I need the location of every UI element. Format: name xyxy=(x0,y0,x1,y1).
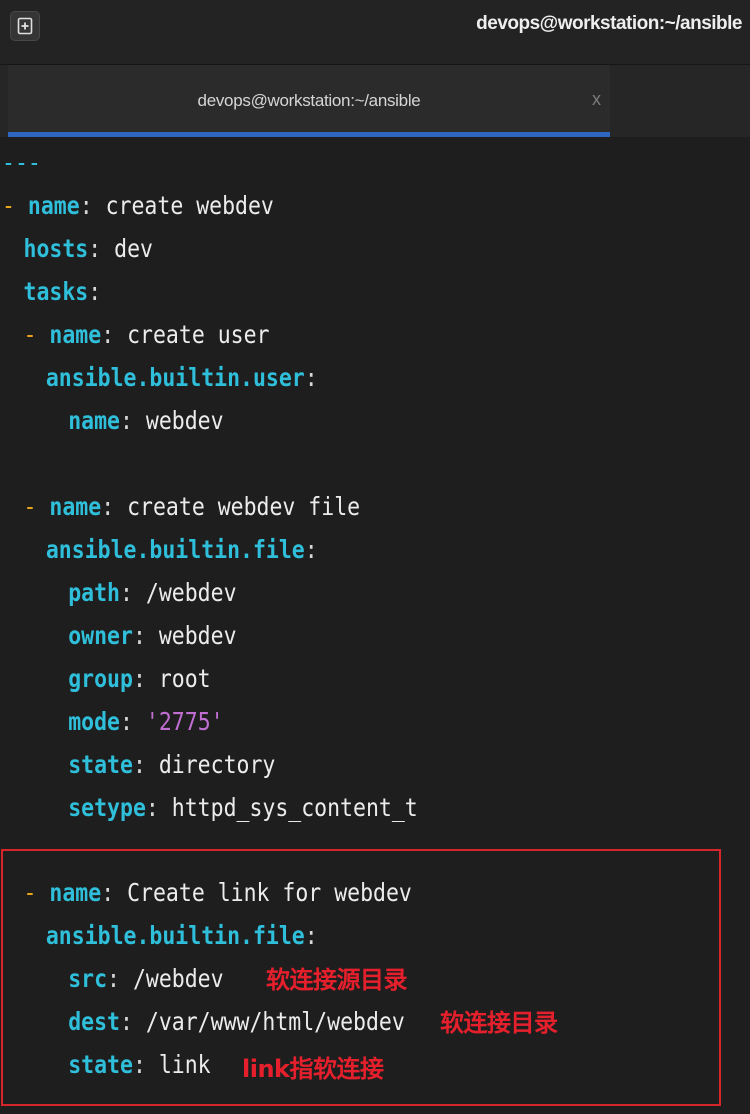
yaml-key: tasks xyxy=(23,277,89,306)
yaml-key: dest xyxy=(68,1007,121,1036)
code-line-task3-name: - name: Create link for webdev xyxy=(2,871,412,914)
yaml-value: webdev xyxy=(145,621,237,650)
code-line-task2-name: - name: create webdev file xyxy=(2,485,361,528)
colon: : xyxy=(120,578,133,607)
colon: : xyxy=(120,707,133,736)
yaml-key: path xyxy=(68,578,121,607)
window-title: devops@workstation:~/ansible xyxy=(476,13,742,34)
yaml-value: create webdev xyxy=(92,191,274,220)
dest-annotation: 软连接目录 xyxy=(440,1009,558,1037)
new-tab-button[interactable] xyxy=(10,11,40,41)
yaml-key: hosts xyxy=(23,234,89,263)
tab-close-button[interactable]: x xyxy=(592,89,601,109)
colon: : xyxy=(304,921,318,950)
code-line-mode: mode: '2775' xyxy=(2,700,224,743)
code-line-group: group: root xyxy=(2,657,211,700)
yaml-key: mode xyxy=(68,707,121,736)
yaml-key: state xyxy=(68,750,133,779)
colon: : xyxy=(88,234,102,263)
code-line-tasks: tasks: xyxy=(2,270,102,313)
colon: : xyxy=(120,406,133,435)
title-bar: devops@workstation:~/ansible xyxy=(0,0,750,65)
yaml-key: name xyxy=(68,406,121,435)
colon: : xyxy=(304,535,318,564)
colon: : xyxy=(304,363,318,392)
colon: : xyxy=(132,1050,146,1079)
tab-bar: devops@workstation:~/ansible x xyxy=(0,65,750,137)
new-tab-icon xyxy=(17,17,33,35)
yaml-key: setype xyxy=(68,793,146,822)
yaml-value: dev xyxy=(101,234,153,263)
list-dash: - xyxy=(23,492,37,521)
list-dash: - xyxy=(23,320,37,349)
colon: : xyxy=(107,964,121,993)
code-line-task3-module: ansible.builtin.file: xyxy=(2,914,318,957)
module-key: ansible.builtin.file xyxy=(45,921,305,950)
colon: : xyxy=(132,750,146,779)
module-key: ansible.builtin.user xyxy=(45,363,305,392)
string-value: '2775' xyxy=(145,707,224,736)
code-line-hosts: hosts: dev xyxy=(2,227,153,270)
colon: : xyxy=(101,320,115,349)
yaml-value: root xyxy=(145,664,211,693)
active-tab-indicator xyxy=(8,132,610,137)
colon: : xyxy=(132,664,146,693)
yaml-value: /webdev xyxy=(120,964,224,993)
yaml-value: Create link for webdev xyxy=(114,878,412,907)
colon: : xyxy=(132,621,146,650)
colon: : xyxy=(120,1007,133,1036)
yaml-value: httpd_sys_content_t xyxy=(158,793,418,822)
code-line-dest: dest: /var/www/html/webdev xyxy=(2,1000,405,1043)
yaml-value: create webdev file xyxy=(114,492,361,521)
yaml-value: link xyxy=(145,1050,211,1079)
code-line-task1-module: ansible.builtin.user: xyxy=(2,356,318,399)
code-line-setype: setype: httpd_sys_content_t xyxy=(2,786,418,829)
yaml-key: group xyxy=(68,664,133,693)
yaml-key: state xyxy=(68,1050,133,1079)
yaml-value: directory xyxy=(145,750,276,779)
code-line-play-name: - name: create webdev xyxy=(2,184,274,227)
annotation-highlight-box xyxy=(1,849,721,1106)
src-annotation: 软连接源目录 xyxy=(266,966,408,994)
module-key: ansible.builtin.file xyxy=(45,535,305,564)
doc-start-marker: --- xyxy=(2,148,41,177)
yaml-value: webdev xyxy=(132,406,224,435)
code-line-owner: owner: webdev xyxy=(2,614,237,657)
colon: : xyxy=(145,793,159,822)
code-line-state-link: state: link xyxy=(2,1043,211,1086)
tab-label: devops@workstation:~/ansible xyxy=(197,91,421,110)
code-line-doc-start: --- xyxy=(2,141,41,184)
list-dash: - xyxy=(2,191,15,220)
list-dash: - xyxy=(23,878,37,907)
code-line-src: src: /webdev xyxy=(2,957,224,1000)
code-line-state-directory: state: directory xyxy=(2,743,275,786)
yaml-value: /webdev xyxy=(132,578,237,607)
yaml-value: create user xyxy=(114,320,270,349)
yaml-key: name xyxy=(49,878,102,907)
terminal-tab[interactable]: devops@workstation:~/ansible x xyxy=(8,65,610,137)
code-line-task2-module: ansible.builtin.file: xyxy=(2,528,318,571)
yaml-value: /var/www/html/webdev xyxy=(132,1007,405,1036)
code-line-task1-param: name: webdev xyxy=(2,399,224,442)
yaml-key: name xyxy=(49,492,102,521)
yaml-key: name xyxy=(49,320,102,349)
code-line-path: path: /webdev xyxy=(2,571,237,614)
yaml-key: owner xyxy=(68,621,133,650)
colon: : xyxy=(101,878,115,907)
colon: : xyxy=(101,492,115,521)
colon: : xyxy=(79,191,93,220)
colon: : xyxy=(88,277,102,306)
yaml-key: name xyxy=(27,191,80,220)
yaml-key: src xyxy=(68,964,108,993)
state-annotation: link指软连接 xyxy=(242,1055,384,1083)
code-line-task1-name: - name: create user xyxy=(2,313,270,356)
